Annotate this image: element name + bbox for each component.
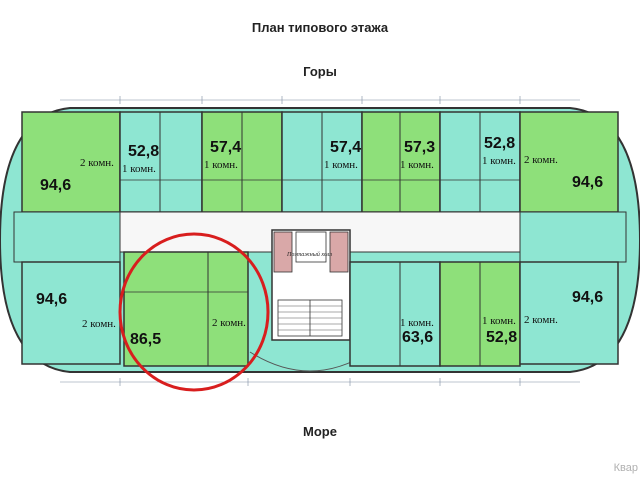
apartment-rooms: 2 комн.: [80, 157, 114, 169]
apartment-top-2[interactable]: 52,8 1 комн.: [122, 143, 159, 175]
apartment-area: 52,8: [128, 143, 159, 160]
apartment-area: 94,6: [36, 291, 67, 308]
grid-axes: [60, 96, 580, 386]
apartment-rooms: 1 комн.: [482, 315, 516, 327]
apartment-rooms: 1 комн.: [204, 159, 238, 171]
apartment-area: 86,5: [130, 331, 161, 348]
apartment-rooms: 1 комн.: [400, 317, 434, 329]
apartment-rooms: 2 комн.: [82, 318, 116, 330]
apartment-top-4[interactable]: 57,4 1 комн.: [324, 139, 361, 171]
apartment-bottom-highlighted[interactable]: 86,5 2 комн.: [130, 317, 246, 348]
apartment-bottom-right[interactable]: 1 комн. 52,8: [482, 315, 517, 346]
direction-label-mountains: Горы: [303, 64, 337, 79]
apartment-rooms: 2 комн.: [524, 314, 558, 326]
unit-block-top-5: [361, 111, 441, 213]
bottom-row-units: [21, 251, 619, 367]
apartment-rooms: 2 комн.: [212, 317, 246, 329]
apartment-top-3[interactable]: 57,4 1 комн.: [204, 139, 241, 171]
apartment-area: 57,4: [330, 139, 361, 156]
stair-core: Поэтажный холл: [271, 229, 351, 341]
unit-block-se: [519, 261, 619, 365]
apartment-rooms: 1 комн.: [400, 159, 434, 171]
west-wing-middle: [13, 211, 121, 263]
watermark: Квар: [613, 462, 638, 474]
plan-title: План типового этажа: [251, 20, 389, 35]
apartment-rooms: 1 комн.: [122, 163, 156, 175]
apartment-area: 94,6: [572, 289, 603, 306]
unit-block-top-2: [119, 111, 203, 213]
apartment-sw-corner[interactable]: 94,6 2 комн.: [36, 291, 116, 330]
apartment-ne-corner[interactable]: 94,6 2 комн.: [524, 154, 603, 191]
apartment-nw-corner[interactable]: 94,6 2 комн.: [40, 157, 114, 194]
apartment-area: 57,4: [210, 139, 241, 156]
highlight-circle: [118, 232, 270, 392]
apartment-area: 57,3: [404, 139, 435, 156]
unit-block-bottom-highlighted: [123, 251, 249, 367]
apartment-rooms: 1 комн.: [324, 159, 358, 171]
apartment-bottom-center[interactable]: 1 комн. 63,6: [400, 317, 434, 346]
unit-block-ne: [519, 111, 619, 213]
apartment-area: 52,8: [486, 329, 517, 346]
apartment-top-5[interactable]: 57,3 1 комн.: [400, 139, 435, 171]
apartment-se-corner[interactable]: 94,6 2 комн.: [524, 289, 603, 326]
corridor-label: Поэтажный холл: [286, 251, 332, 258]
apartment-area: 52,8: [484, 135, 515, 152]
east-wing-middle: [519, 211, 627, 263]
apartment-area: 94,6: [40, 177, 71, 194]
direction-label-sea: Море: [303, 424, 337, 439]
apartment-area: 63,6: [402, 329, 433, 346]
apartment-rooms: 1 комн.: [482, 155, 516, 167]
apartment-rooms: 2 комн.: [524, 154, 558, 166]
apartment-top-6[interactable]: 52,8 1 комн.: [482, 135, 516, 167]
unit-block-bottom-center: [349, 261, 441, 367]
top-row-units: [21, 111, 619, 213]
apartment-area: 94,6: [572, 174, 603, 191]
unit-block-sw: [21, 261, 121, 365]
